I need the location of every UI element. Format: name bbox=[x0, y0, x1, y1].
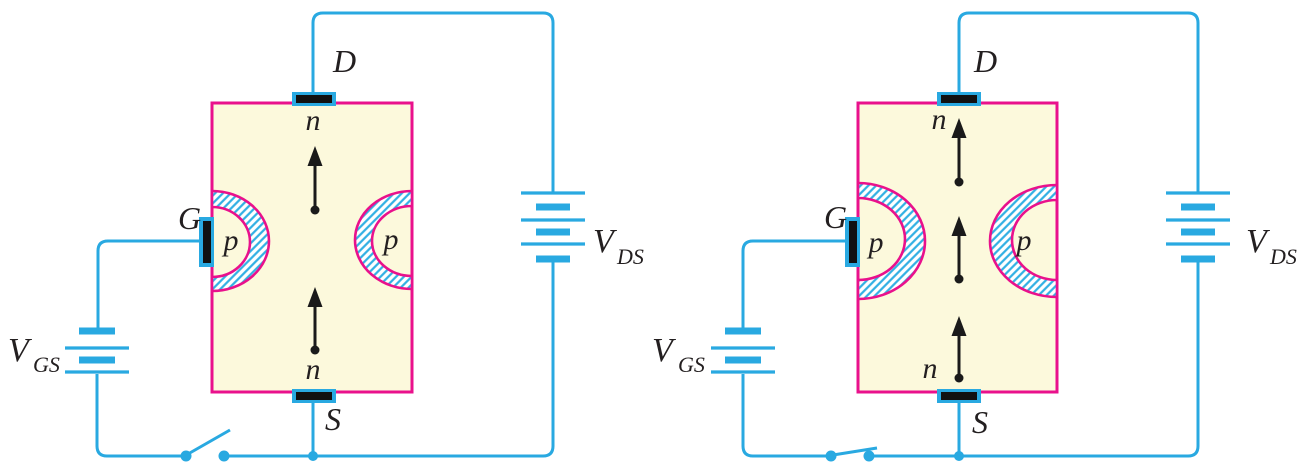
switch-open bbox=[180, 428, 231, 462]
vgs-battery bbox=[711, 327, 775, 374]
arrow-head bbox=[307, 146, 323, 166]
source-contact-bar bbox=[941, 392, 977, 400]
right-jfet-circuit: D n G p p n S V GS V DS bbox=[652, 11, 1297, 462]
source-label: S bbox=[972, 404, 988, 440]
source-label: S bbox=[325, 401, 341, 437]
drain-to-vds-wire bbox=[957, 11, 1200, 192]
wire-junction-dot bbox=[954, 451, 964, 461]
p-region-right-label: p bbox=[1015, 224, 1032, 257]
current-arrow-upper bbox=[307, 146, 323, 215]
depletion-region-right bbox=[988, 183, 1059, 299]
arrow-tail-dot bbox=[954, 274, 964, 284]
vds-subscript: DS bbox=[1269, 244, 1297, 269]
switch-nearly-closed bbox=[825, 446, 878, 462]
drain-contact-bar bbox=[941, 95, 977, 103]
arrow-head bbox=[307, 287, 323, 307]
p-region-right-label: p bbox=[382, 223, 399, 256]
channel-body bbox=[210, 101, 414, 394]
vgs-battery bbox=[65, 327, 129, 374]
vds-label: V DS bbox=[593, 223, 644, 269]
arrow-tail-dot bbox=[954, 177, 964, 187]
gate-terminal bbox=[845, 217, 860, 267]
vgs-label: V GS bbox=[652, 332, 705, 377]
vds-return-wire bbox=[869, 261, 1200, 458]
gate-to-vgs-wire bbox=[741, 239, 847, 330]
vgs-subscript: GS bbox=[33, 352, 60, 377]
switch-lever bbox=[187, 428, 231, 456]
source-contact-bar bbox=[296, 392, 332, 400]
vds-battery bbox=[521, 191, 585, 263]
switch-lever bbox=[832, 446, 878, 457]
vgs-label: V GS bbox=[8, 332, 60, 377]
vds-label: V DS bbox=[1246, 223, 1297, 269]
switch-contact-dot bbox=[863, 450, 875, 462]
arrow-tail-dot bbox=[310, 205, 320, 215]
current-arrow-lower bbox=[307, 287, 323, 355]
source-terminal bbox=[937, 389, 981, 403]
p-region-left-label: p bbox=[222, 224, 239, 257]
current-arrow-middle bbox=[951, 216, 967, 284]
vds-symbol: V bbox=[593, 223, 618, 260]
depletion-region-right bbox=[353, 189, 414, 291]
arrow-tail-dot bbox=[954, 373, 964, 383]
vds-subscript: DS bbox=[616, 244, 644, 269]
channel-bottom-label: n bbox=[306, 353, 321, 386]
drain-terminal bbox=[292, 92, 336, 106]
drain-terminal bbox=[937, 92, 981, 106]
arrow-head bbox=[951, 316, 967, 336]
vgs-return-wire bbox=[95, 374, 186, 458]
channel-top-label: n bbox=[306, 104, 321, 137]
switch-contact-dot bbox=[218, 450, 230, 462]
drain-label: D bbox=[332, 43, 356, 79]
gate-to-vgs-wire bbox=[96, 239, 201, 330]
switch-contact-dot bbox=[825, 450, 837, 462]
gate-label: G bbox=[824, 199, 847, 235]
vgs-subscript: GS bbox=[678, 352, 705, 377]
p-region-left-label: p bbox=[867, 226, 884, 259]
channel-top-label: n bbox=[932, 103, 947, 136]
channel-bottom-label: n bbox=[923, 352, 938, 385]
vds-symbol: V bbox=[1246, 223, 1271, 260]
current-arrow-bottom bbox=[951, 316, 967, 383]
wire-junction-dot bbox=[308, 451, 318, 461]
drain-to-vds-wire bbox=[311, 11, 555, 192]
arrow-head bbox=[951, 118, 967, 138]
gate-contact-bar bbox=[849, 221, 857, 263]
drain-contact-bar bbox=[296, 95, 332, 103]
vgs-symbol: V bbox=[8, 332, 33, 369]
vgs-return-wire bbox=[741, 374, 831, 458]
vgs-symbol: V bbox=[652, 332, 677, 369]
gate-terminal bbox=[199, 217, 214, 267]
depletion-region-left bbox=[856, 181, 927, 301]
gate-label: G bbox=[178, 200, 201, 236]
current-arrow-top bbox=[951, 118, 967, 187]
depletion-region-left bbox=[210, 189, 271, 293]
drain-label: D bbox=[973, 43, 997, 79]
vds-battery bbox=[1166, 191, 1230, 263]
arrow-head bbox=[951, 216, 967, 236]
vds-return-wire bbox=[224, 261, 555, 458]
source-terminal bbox=[292, 389, 336, 403]
gate-contact-bar bbox=[203, 221, 211, 263]
left-jfet-circuit: D n G p p n S V GS V DS bbox=[8, 11, 644, 462]
arrow-tail-dot bbox=[310, 345, 320, 355]
